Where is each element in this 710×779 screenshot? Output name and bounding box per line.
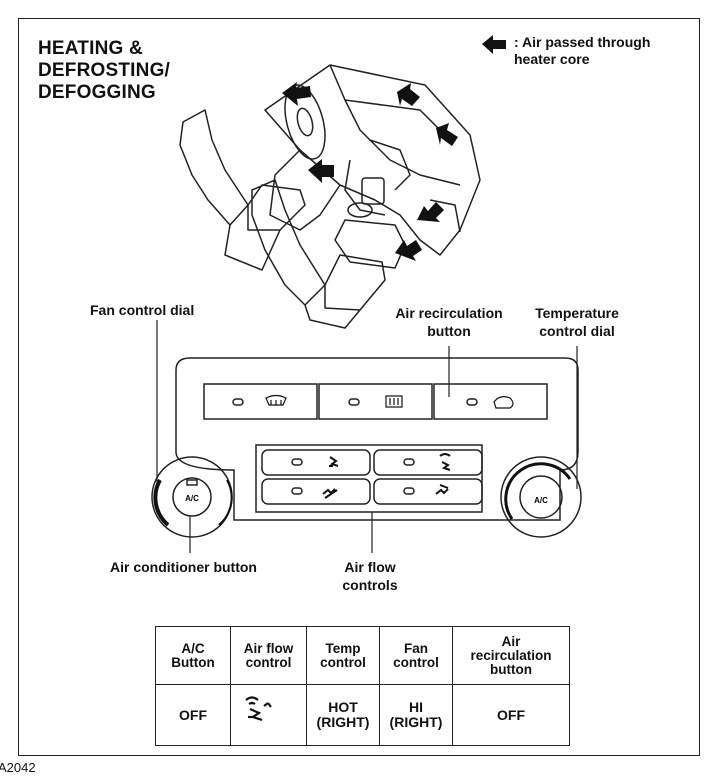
table-cell-airflow	[230, 684, 307, 746]
button-symbols	[265, 394, 514, 499]
ac-label-right: A/C	[534, 496, 548, 505]
table-cell-recirc: OFF	[452, 684, 570, 746]
airflow-defrost-foot-button	[373, 449, 483, 476]
table-cell-ac: OFF	[155, 684, 231, 746]
indicator-lamp	[348, 398, 360, 406]
table-row: OFF HOT (RIGHT) HI (RIGHT) OFF	[155, 684, 570, 746]
airflow-arrow-icon	[282, 82, 311, 106]
legend: : Air passed through heater core	[480, 34, 650, 68]
temperature-control-dial-label: Temperature control dial	[535, 305, 619, 339]
dial-scale-arc	[153, 479, 170, 527]
airflow-arrow-icon	[417, 202, 444, 222]
table-header: A/C Button	[155, 626, 231, 685]
bilevel-airflow-icon	[435, 484, 449, 495]
airflow-arrow-icon	[397, 83, 420, 106]
dial-scale-arc	[218, 479, 233, 526]
air-conditioner-button-label: Air conditioner button	[110, 559, 257, 575]
indicator-lamp	[466, 398, 478, 406]
dial-scale-arc	[504, 462, 572, 520]
indicator-lamp	[403, 458, 415, 466]
fan-control-dial-label: Fan control dial	[90, 302, 195, 318]
table-cell-fan: HI (RIGHT)	[379, 684, 453, 746]
indicator-lamp	[186, 479, 198, 486]
indicator-lamp	[232, 398, 244, 406]
airflow-arrow-icon	[436, 123, 458, 146]
figure-title: HEATING & DEFROSTING/ DEFOGGING	[38, 38, 171, 103]
face-airflow-icon	[329, 456, 339, 467]
table-header: Air flow control	[230, 626, 307, 685]
rear-defrost-icon	[385, 395, 403, 408]
figure-code: A2042	[0, 760, 36, 775]
table-header: Air recirculation button	[452, 626, 570, 685]
ac-label-left: A/C	[185, 494, 199, 503]
defrost-foot-airflow-icon	[439, 453, 451, 471]
front-defrost-button	[203, 383, 318, 420]
indicator-lamp	[291, 487, 303, 495]
front-defrost-icon	[265, 394, 287, 406]
control-panel	[151, 320, 582, 553]
airflow-face-button	[261, 449, 371, 476]
air-flow-controls-frame	[255, 444, 483, 513]
figure-frame	[18, 18, 700, 756]
indicator-lamp	[403, 487, 415, 495]
legend-text: : Air passed through heater core	[514, 34, 651, 67]
airflow-arrows	[282, 82, 458, 261]
control-panel-bezel	[175, 357, 579, 521]
air-recirculation-button	[433, 383, 548, 420]
airflow-foot-button	[261, 478, 371, 505]
table-header: Fan control	[379, 626, 453, 685]
air-flow-controls-label: Air flow controls	[342, 559, 398, 593]
table-header: Temp control	[306, 626, 380, 685]
table-cell-temp: HOT (RIGHT)	[306, 684, 380, 746]
air-recirculation-button-label: Air recirculation button	[395, 305, 503, 339]
indicator-lamp	[291, 458, 303, 466]
table-header-row: A/C Button Air flow control Temp control…	[155, 626, 570, 685]
vehicle-interior-illustration	[179, 64, 481, 329]
airflow-bilevel-button	[373, 478, 483, 505]
filled-arrow-icon	[482, 35, 506, 54]
airflow-arrow-icon	[395, 240, 422, 261]
recirculation-icon	[493, 396, 514, 409]
temperature-control-dial	[500, 456, 582, 538]
rear-defrost-button	[318, 383, 433, 420]
airflow-arrow-icon	[308, 159, 334, 183]
air-conditioner-button	[172, 477, 212, 517]
foot-airflow-icon	[322, 488, 338, 499]
settings-table: A/C Button Air flow control Temp control…	[155, 626, 570, 746]
